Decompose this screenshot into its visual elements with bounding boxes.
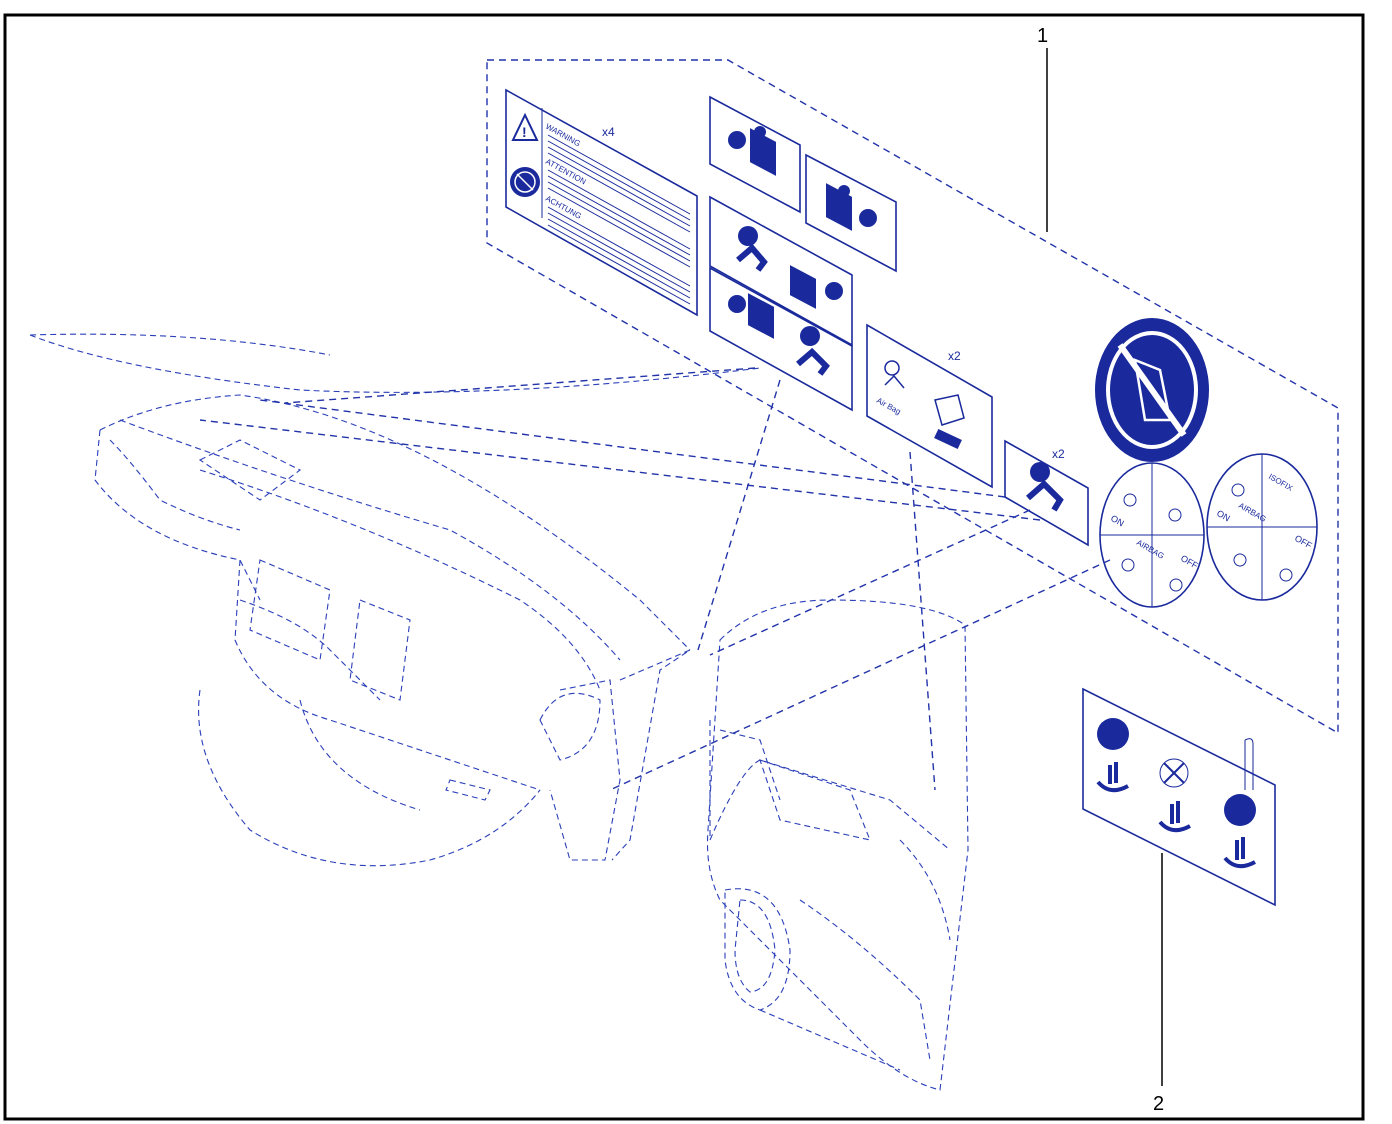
disk-left-on: ON bbox=[1109, 513, 1126, 528]
airbag-label-text: Air Bag bbox=[875, 396, 902, 417]
disk-right-off: OFF bbox=[1293, 533, 1314, 551]
airbag-icon bbox=[884, 360, 900, 376]
warning-text-en: WARNING bbox=[544, 122, 582, 148]
warning-triangle-icon bbox=[511, 112, 539, 141]
seatbelt-label-left[interactable] bbox=[709, 95, 801, 214]
seat-occupancy-label[interactable] bbox=[1082, 687, 1276, 907]
callout-2[interactable]: 2 bbox=[1153, 853, 1164, 1115]
occupied-seat-icon bbox=[1097, 718, 1129, 750]
disk-left-off: OFF bbox=[1179, 553, 1200, 571]
callout-1-number: 1 bbox=[1037, 25, 1048, 47]
warning-text-lines bbox=[547, 134, 691, 305]
airbag-switch-disk-right[interactable]: ON AIRBAG OFF ISOFIX bbox=[1206, 453, 1318, 601]
airbag-label[interactable]: x2 Air Bag bbox=[866, 323, 993, 489]
disk-right-on: ON bbox=[1215, 508, 1232, 523]
disk-left-airbag: AIRBAG bbox=[1135, 538, 1166, 561]
deployed-airbag-icon bbox=[934, 394, 965, 426]
disk-right-airbag: AIRBAG bbox=[1237, 501, 1268, 524]
diagram-border bbox=[3, 13, 1365, 1121]
small-airbag-icon bbox=[1030, 462, 1050, 482]
disk-right-isofix: ISOFIX bbox=[1267, 472, 1295, 493]
airbag-passenger-icon bbox=[738, 226, 758, 246]
airbag-switch-disk-left[interactable]: ON AIRBAG OFF bbox=[1099, 462, 1205, 608]
door-panel-wireframe bbox=[707, 599, 969, 1091]
seat-occupant-icon bbox=[754, 126, 766, 138]
airbag-seatbelt-label-lower[interactable] bbox=[709, 266, 853, 412]
label-sheet-outline bbox=[486, 59, 1339, 735]
no-child-seat-sticker[interactable] bbox=[1095, 318, 1209, 462]
no-occupant-icon bbox=[1159, 758, 1189, 788]
callout-2-number: 2 bbox=[1153, 1093, 1164, 1115]
seatbelt-label-right[interactable] bbox=[805, 153, 897, 273]
small-airbag-label-qty: x2 bbox=[1052, 447, 1065, 461]
warning-label[interactable]: x4 ! WARNING ATTENTION ACHTUNG bbox=[505, 88, 698, 317]
dashboard-wireframe bbox=[29, 333, 761, 867]
airbag-label-qty: x2 bbox=[948, 349, 961, 363]
child-seat-icon bbox=[1133, 358, 1172, 422]
seat-occupant-icon-2 bbox=[838, 185, 850, 197]
occupied-seat-icon-2 bbox=[1224, 794, 1256, 826]
svg-text:!: ! bbox=[522, 124, 527, 140]
leader-lines bbox=[199, 367, 1111, 791]
small-airbag-label[interactable]: x2 bbox=[1004, 439, 1089, 547]
warning-label-qty: x4 bbox=[602, 125, 615, 139]
airbag-seatbelt-label-upper[interactable] bbox=[709, 195, 853, 347]
callout-1[interactable]: 1 bbox=[1037, 25, 1048, 232]
